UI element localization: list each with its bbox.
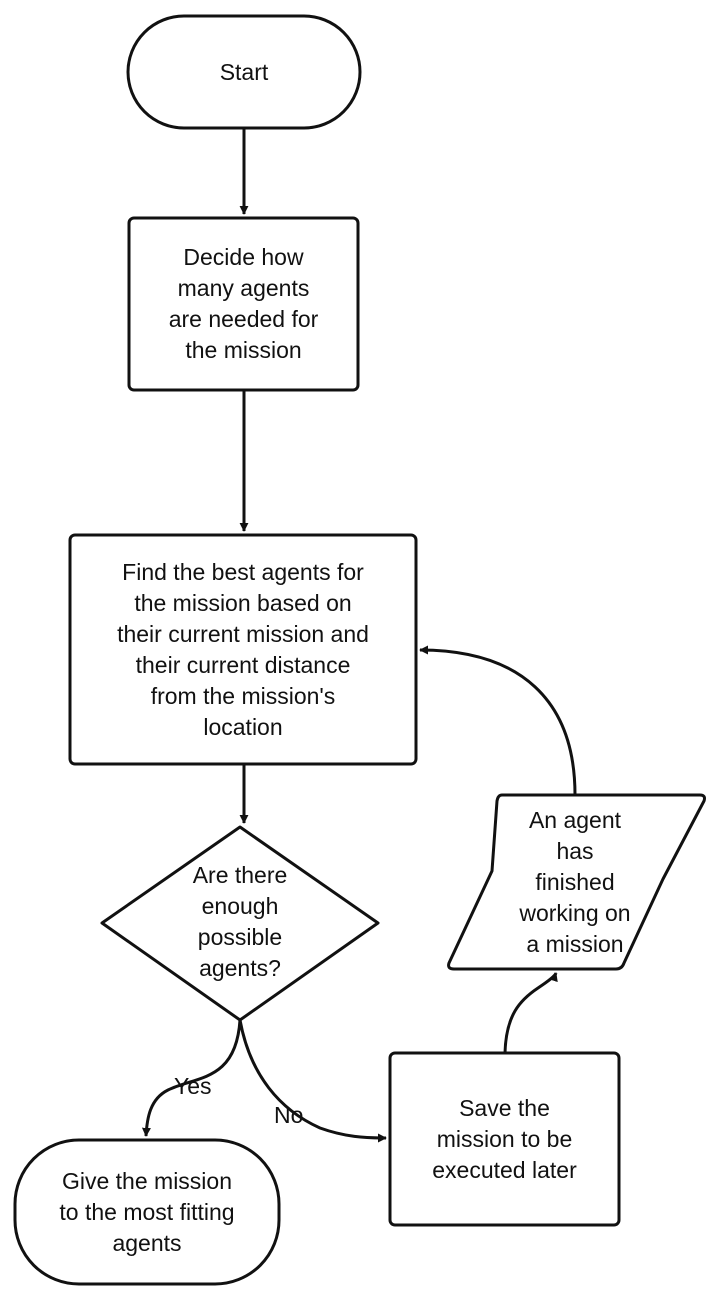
enough-agents-label: Are there enough possible agents? [192, 862, 288, 981]
no-edge-label: No [274, 1102, 304, 1128]
agent-finished-label: An agent has finished working on a missi… [519, 806, 631, 957]
decide-agents-label: Decide how many agents are needed for th… [168, 244, 319, 363]
arrow-decision-yes-to-give [141, 1019, 242, 1137]
agent-finished-parallelogram [447, 793, 706, 971]
arrow-save-to-finished [503, 972, 558, 1054]
arrow-finished-to-find [419, 645, 577, 796]
save-mission-label: Save the mission to be executed later [432, 1094, 577, 1183]
yes-edge-label: Yes [174, 1073, 212, 1099]
arrow-decision-no-to-save [238, 1019, 387, 1143]
find-agents-label: Find the best agents for the mission bas… [117, 558, 369, 740]
start-label: Start [219, 58, 269, 85]
save-mission-box [388, 1051, 621, 1227]
give-mission-terminator [13, 1138, 281, 1286]
give-mission-label: Give the mission to the most fitting age… [59, 1167, 235, 1256]
